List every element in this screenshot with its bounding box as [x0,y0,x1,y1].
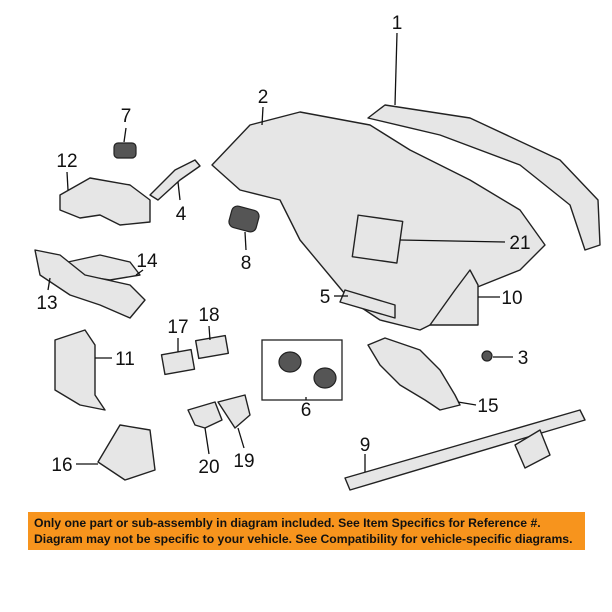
disclaimer-line-1: Only one part or sub-assembly in diagram… [34,516,541,530]
part-10-end-cap [429,269,479,326]
callout-6: 6 [301,400,312,421]
callout-12: 12 [56,151,77,172]
part-12-cluster-bezel [59,177,151,226]
part-1-dash-top-panel [367,104,601,251]
part-15-lower-panel [367,337,461,411]
part-13-trim-panel [34,249,146,319]
part-17-switch [160,348,196,376]
callout-19: 19 [233,451,254,472]
callout-13: 13 [36,293,57,314]
part-6-vent-box [261,339,343,401]
callout-15: 15 [477,396,498,417]
callout-17: 17 [167,317,188,338]
part-7-vent [113,142,137,159]
part-20-bracket [187,401,223,429]
callout-18: 18 [198,305,219,326]
callout-4: 4 [176,204,187,225]
part-5-bracket [339,289,396,319]
callout-16: 16 [51,455,72,476]
part-8-vent [228,205,260,233]
callout-9: 9 [360,435,371,456]
callout-2: 2 [258,87,269,108]
callout-3: 3 [518,348,529,369]
disclaimer-line-2: Diagram may not be specific to your vehi… [34,532,573,546]
part-3-clip [481,350,493,362]
callout-20: 20 [198,457,219,478]
part-11-bezel [54,329,106,411]
callout-7: 7 [121,106,132,127]
callout-11: 11 [115,349,135,370]
callout-1: 1 [392,13,403,34]
disclaimer-banner: Only one part or sub-assembly in diagram… [28,512,585,550]
part-9-bracket [514,429,551,469]
part-19-bracket [217,394,251,429]
part-9-cross-beam [344,409,586,491]
part-6-vent-left [278,351,302,373]
leader-lines [47,32,513,472]
callout-8: 8 [241,253,252,274]
callout-14: 14 [136,251,158,272]
callout-21: 21 [509,233,530,254]
part-18-switch [194,334,230,360]
part-6-vent-right [313,367,337,389]
callout-10: 10 [501,288,522,309]
part-16-pocket [97,424,156,481]
callout-5: 5 [320,287,331,308]
part-21-glovebox-door [351,214,404,264]
part-4-bracket [149,159,201,201]
